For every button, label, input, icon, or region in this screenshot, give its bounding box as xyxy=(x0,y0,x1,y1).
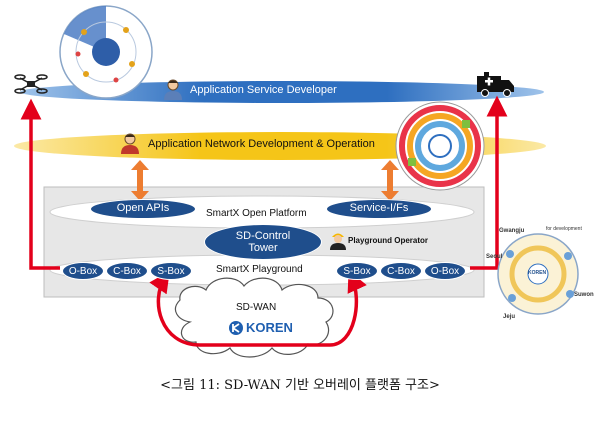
service-developer-label: Application Service Developer xyxy=(190,84,337,96)
developer-person-icon xyxy=(164,79,182,100)
sd-wan-label: SD-WAN xyxy=(236,302,277,313)
right-s-box: S-Box xyxy=(336,262,378,280)
control-tower-line1: SD-Control xyxy=(235,230,291,242)
control-tower-line2: Tower xyxy=(248,242,278,254)
koren-logo-icon xyxy=(229,321,243,335)
service-ifs-pill: Service-I/Fs xyxy=(326,199,432,219)
service-ifs-label: Service-I/Fs xyxy=(349,202,409,214)
operator-person-icon xyxy=(121,133,139,154)
left-o-box: O-Box xyxy=(62,262,104,280)
map-suwon-label: Suwon xyxy=(574,292,594,298)
ambulance-icon xyxy=(477,72,514,97)
map-jeju-label: Jeju xyxy=(503,314,516,320)
right-map-image xyxy=(497,233,579,315)
playground-operator-icon xyxy=(330,233,346,250)
playground-operator-label: Playground Operator xyxy=(348,236,429,245)
left-c-box: C-Box xyxy=(106,262,148,280)
open-platform-label: SmartX Open Platform xyxy=(206,208,307,219)
right-o-box: O-Box xyxy=(424,262,466,280)
orange-arrow-right xyxy=(381,160,399,201)
drone-icon xyxy=(14,74,48,94)
right-c-box: C-Box xyxy=(380,262,422,280)
koren-logo-text: KOREN xyxy=(246,320,293,335)
map-seoul-label: Seoul xyxy=(486,254,503,260)
left-s-box: S-Box xyxy=(150,262,192,280)
open-apis-pill: Open APIs xyxy=(90,199,196,219)
open-apis-label: Open APIs xyxy=(116,202,170,214)
orange-arrow-left xyxy=(131,160,149,201)
service-band xyxy=(20,81,544,103)
map-koren-label: KOREN xyxy=(528,270,547,276)
playground-label: SmartX Playground xyxy=(216,264,303,275)
red-links xyxy=(20,95,508,347)
network-development-label: Application Network Development & Operat… xyxy=(148,138,375,150)
figure-caption: <그림 11: SD-WAN 기반 오버레이 플랫폼 구조> xyxy=(160,378,440,393)
map-gwangju-label: Gwangju xyxy=(499,228,525,234)
top-left-ring-image xyxy=(59,5,153,99)
control-tower-pill: SD-Control Tower xyxy=(204,224,322,260)
map-dev-label: for development xyxy=(546,226,582,232)
right-site-ring-image xyxy=(395,101,485,191)
